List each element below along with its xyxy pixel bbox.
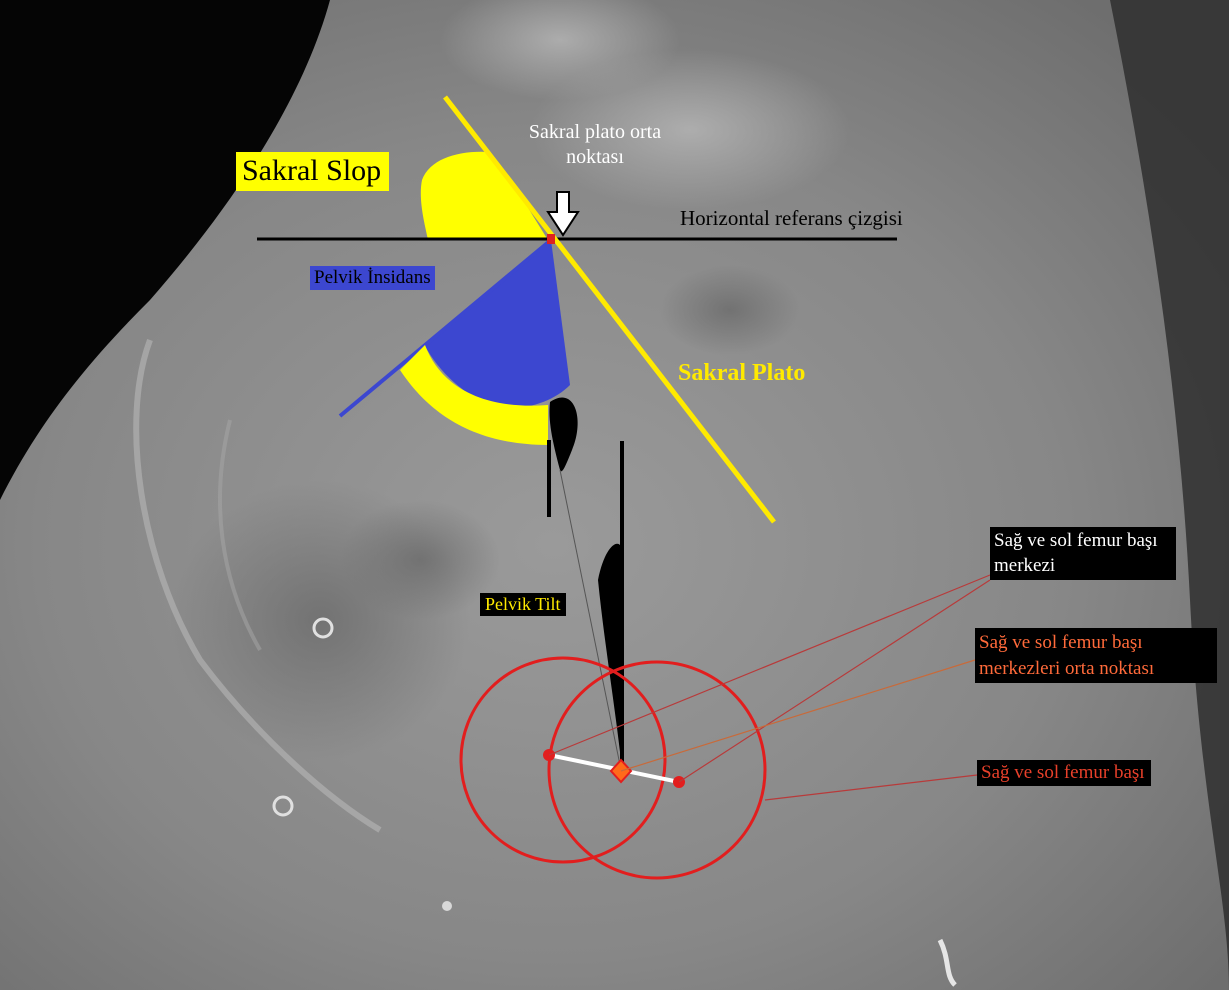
label-sakral-slop: Sakral Slop [236,152,389,191]
label-horizontal-reference: Horizontal referans çizgisi [680,206,903,230]
surgical-clip [442,901,452,911]
pelvic-shadow [340,500,500,620]
label-pelvik-tilt: Pelvik Tilt [480,593,566,616]
label-femoral-heads: Sağ ve sol femur başı [977,760,1151,786]
label-sakral-plato-midpoint: Sakral plato orta noktası [525,120,665,170]
label-femoral-heads-midpoint: Sağ ve sol femur başı merkezleri orta no… [975,628,1217,683]
label-pelvik-insidans: Pelvik İnsidans [310,266,435,290]
label-femoral-head-centers: Sağ ve sol femur başı merkezi [990,527,1176,580]
bowel-gas [660,265,800,355]
sakral-plato-midpoint-marker [547,234,555,244]
label-sakral-plato: Sakral Plato [678,360,805,388]
